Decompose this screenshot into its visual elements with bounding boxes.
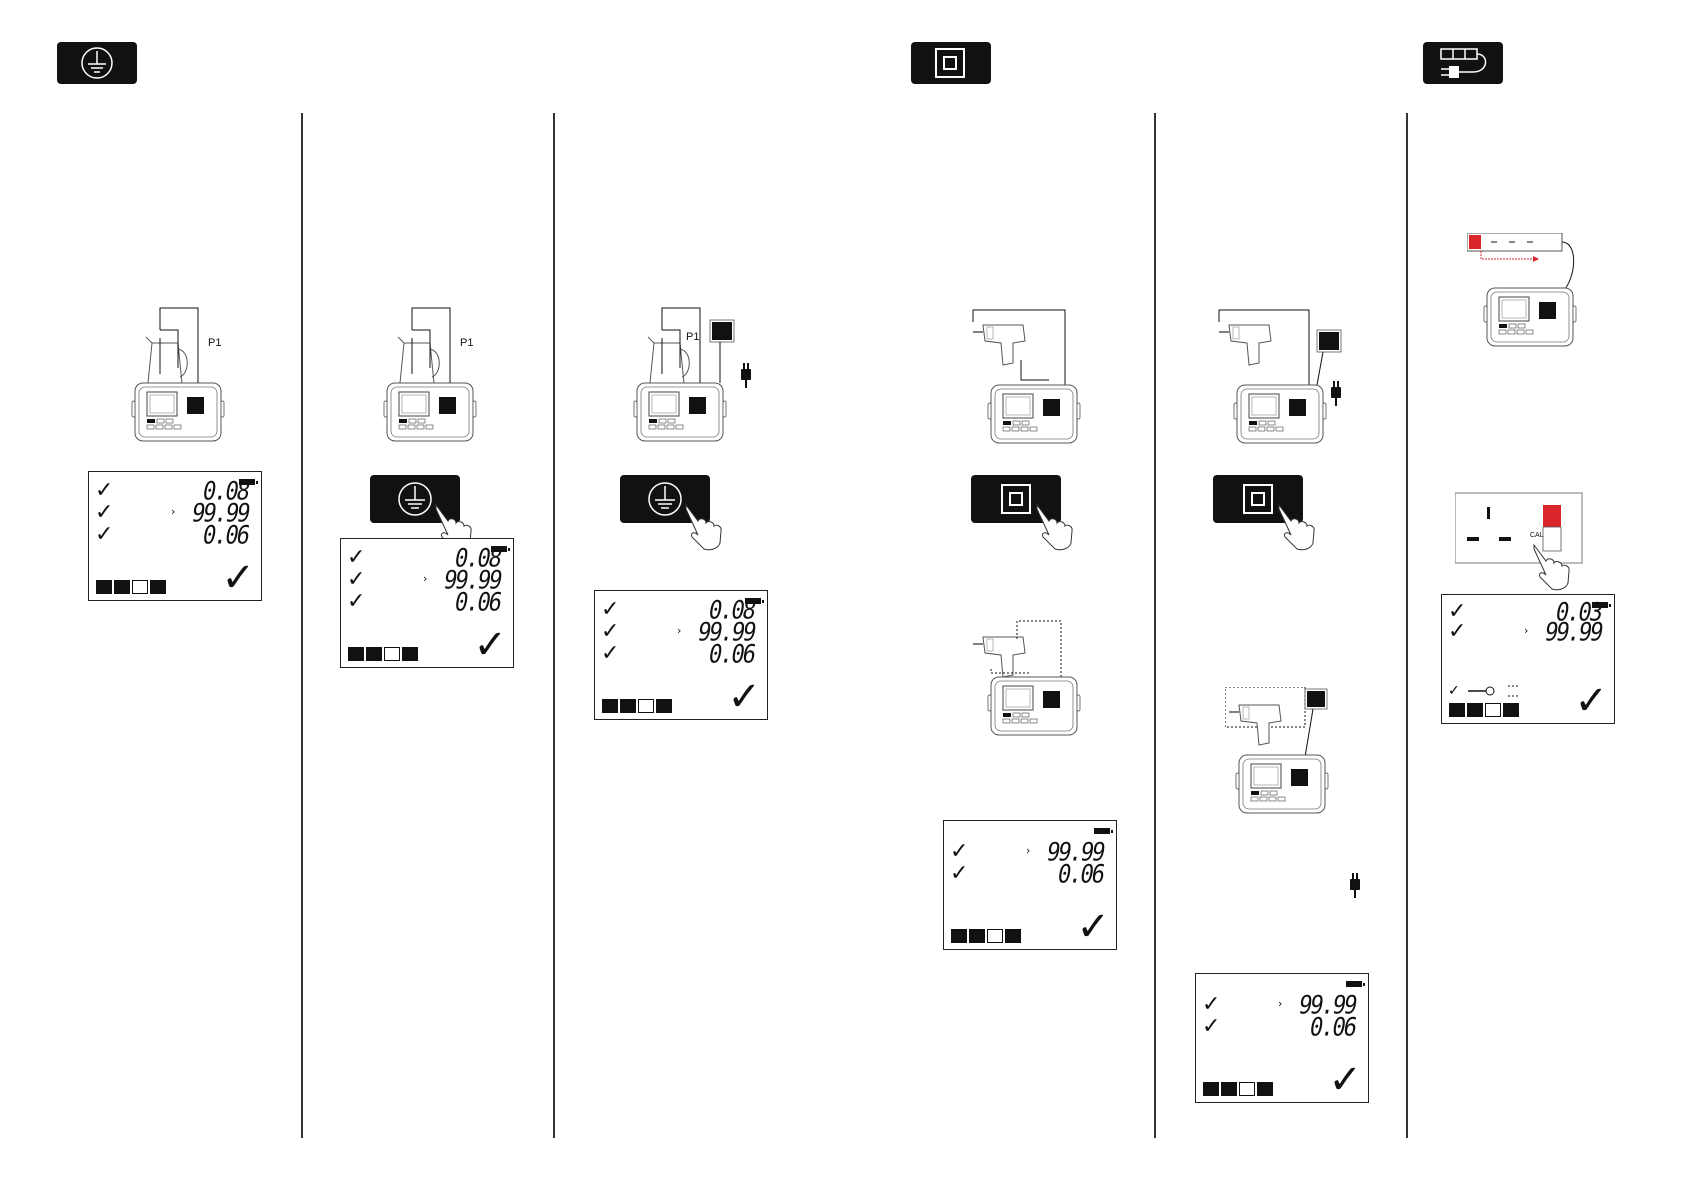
probe-label: P1 [460,337,473,349]
status-bars [1449,695,1529,717]
lcd-value: 0.06 [707,643,756,668]
earth-test-header-icon [57,42,137,84]
pass-check-icon: ✓ [1202,994,1220,1016]
kettle-tester-diagram [130,218,260,458]
panel-class2-2: ✓›99.99 ✓0.06 ✓ [1155,113,1405,1138]
lcd-display: ✓›99.99 ✓0.06 ✓ [943,820,1117,950]
lcd-display: ✓0.03 ✓›99.99 ✓ ✓ [1441,594,1615,724]
greater-than-icon: › [1278,998,1282,1009]
pass-check-icon: ✓ [601,599,619,621]
overall-pass-icon: ✓ [727,677,761,717]
mains-plug-icon [1350,873,1362,899]
drill-tester-diagram [961,210,1091,458]
extension-lead-icon [1423,42,1503,84]
extension-lead-tester-diagram [1467,233,1587,458]
status-bars [96,572,176,594]
pass-check-icon: ✓ [1202,1016,1220,1038]
pass-check-icon: ✓ [601,621,619,643]
earth-ground-icon [57,42,137,84]
extension-lead-header-icon [1423,42,1503,84]
pass-check-icon: ✓ [601,643,619,665]
lcd-value: 0.06 [453,591,502,616]
tester-illustration [132,383,224,441]
kettle-tester-mains-diagram [632,210,782,458]
greater-than-icon: › [171,506,175,517]
status-bars [951,921,1031,943]
status-bars [348,639,428,661]
status-bars [1203,1074,1283,1096]
double-insulation-icon [911,42,991,84]
pass-check-icon: ✓ [950,841,968,863]
kettle-tester-diagram [382,218,512,458]
lcd-value: 99.99 [1542,621,1603,646]
overall-pass-icon: ✓ [221,558,255,598]
drill-tester-mains-diagram [1225,687,1365,837]
class2-test-header-icon [911,42,991,84]
lcd-display: ✓0.08 ✓›99.99 ✓0.06 ✓ [340,538,514,668]
overall-pass-icon: ✓ [1574,681,1608,721]
earth-test-button[interactable] [620,475,730,545]
pointing-hand-icon [684,503,724,553]
class2-test-button[interactable] [971,475,1081,545]
mains-plug-icon [1331,381,1343,407]
battery-icon [1346,981,1362,987]
kettle-illustration [146,337,187,387]
overall-pass-icon: ✓ [1076,907,1110,947]
pass-check-icon: ✓ [347,547,365,569]
panel-class2-1: ✓›99.99 ✓0.06 ✓ [911,113,1153,1138]
lcd-value: 0.06 [1308,1016,1357,1041]
panel-earth-3: P1 ✓0.08 ✓›99.99 ✓0.06 ✓ [554,113,910,1138]
panel-earth-2: P1 ✓0.08 ✓›99.99 ✓0.06 ✓ [302,113,552,1138]
probe-label: P1 [686,331,699,343]
lcd-value: 0.06 [1056,863,1105,888]
battery-icon [1094,828,1110,834]
pass-check-icon: ✓ [347,569,365,591]
earth-test-button[interactable] [370,475,480,545]
drill-tester-mains-diagram [1209,210,1359,458]
pass-check-icon: ✓ [95,524,113,546]
lcd-display: ✓0.08 ✓›99.99 ✓0.06 ✓ [88,471,262,601]
lcd-value: 0.06 [201,524,250,549]
status-bars [602,691,682,713]
class2-test-button[interactable] [1213,475,1323,545]
pass-check-icon: ✓ [1448,621,1466,643]
lcd-display: ✓0.08 ✓›99.99 ✓0.06 ✓ [594,590,768,720]
pointing-hand-icon [1277,503,1317,553]
overall-pass-icon: ✓ [473,625,507,665]
greater-than-icon: › [423,573,427,584]
cal-button-label[interactable]: CAL [1530,532,1544,539]
mains-plug-icon [741,363,753,389]
greater-than-icon: › [677,625,681,636]
pass-check-icon: ✓ [95,480,113,502]
probe-label: P1 [208,337,221,349]
pass-check-icon: ✓ [950,863,968,885]
lcd-display: ✓›99.99 ✓0.06 ✓ [1195,973,1369,1103]
pointing-hand-icon [1035,503,1075,553]
pass-check-icon: ✓ [347,591,365,613]
panel-extension-lead: CAL ✓0.03 ✓›99.99 ✓ ✓ [1407,113,1684,1138]
pass-check-icon: ✓ [95,502,113,524]
overall-pass-icon: ✓ [1328,1060,1362,1100]
pointing-hand-icon [1532,543,1577,598]
greater-than-icon: › [1026,845,1030,856]
greater-than-icon: › [1524,625,1528,636]
drill-tester-diagram [961,619,1091,769]
panel-earth-1: P1 ✓0.08 ✓›99.99 ✓0.06 ✓ [0,113,300,1138]
